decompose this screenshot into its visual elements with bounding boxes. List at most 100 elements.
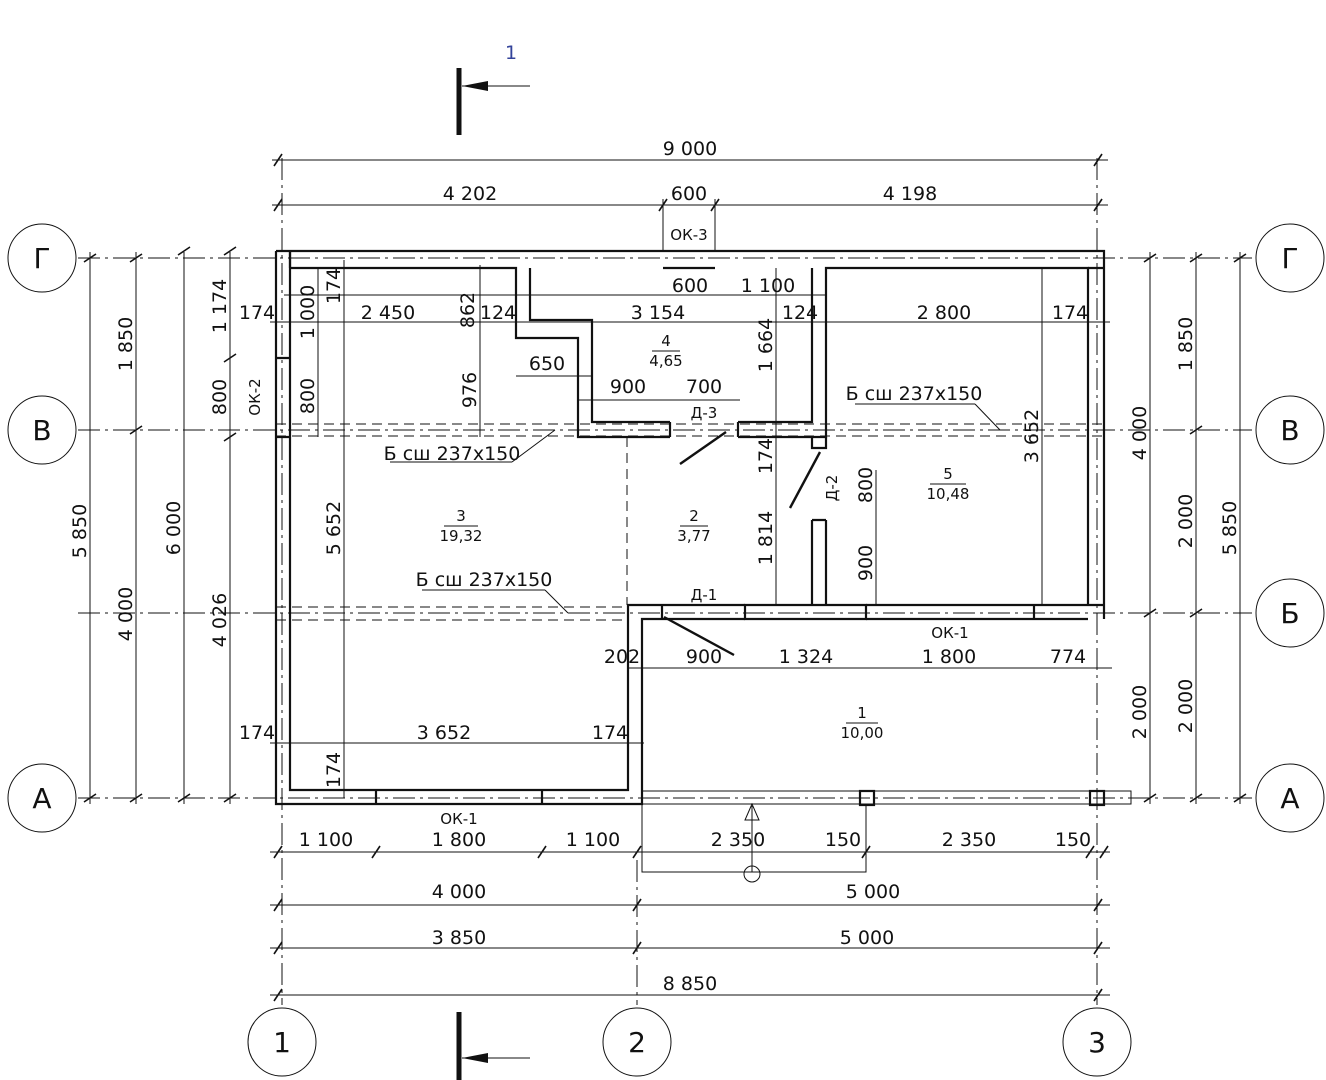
axis-bubble-col-1: 1 <box>247 1007 317 1077</box>
svg-text:1 100: 1 100 <box>566 829 620 851</box>
svg-text:А: А <box>1280 782 1299 815</box>
svg-text:3: 3 <box>456 507 466 525</box>
svg-text:3 652: 3 652 <box>417 722 471 744</box>
axis-bubble-row-a-left: А <box>7 763 77 833</box>
svg-text:1 800: 1 800 <box>432 829 486 851</box>
axis-lines <box>78 158 1252 1005</box>
svg-text:800: 800 <box>209 379 231 415</box>
door-d1-label: Д-1 <box>691 586 718 604</box>
svg-text:19,32: 19,32 <box>440 527 483 545</box>
svg-text:2 000: 2 000 <box>1175 679 1197 733</box>
svg-text:2: 2 <box>628 1026 646 1059</box>
axis-bubbles: Г В А Г В Б А 1 2 3 <box>7 223 1325 1077</box>
svg-text:174: 174 <box>755 438 777 474</box>
svg-text:150: 150 <box>825 829 861 851</box>
svg-text:8 850: 8 850 <box>663 973 717 995</box>
axis-bubble-row-b-right: Б <box>1255 578 1325 648</box>
room-tags: 1 10,00 2 3,77 3 19,32 4 4,65 5 10,48 <box>440 332 970 742</box>
svg-text:1: 1 <box>857 704 867 722</box>
walls <box>274 249 1132 883</box>
svg-text:976: 976 <box>459 372 481 408</box>
door-d2-label: Д-2 <box>823 475 841 502</box>
svg-text:2: 2 <box>689 507 699 525</box>
axis-bubble-col-2: 2 <box>602 1007 672 1077</box>
window-ok1-right-label: ОК-1 <box>931 624 968 642</box>
svg-text:2 450: 2 450 <box>361 302 415 324</box>
svg-text:1: 1 <box>273 1026 291 1059</box>
axis-bubble-row-g-left: Г <box>7 223 77 293</box>
room-tag-4: 4 4,65 <box>649 332 682 370</box>
window-ok1-bottom-label: ОК-1 <box>440 810 477 828</box>
svg-text:5 850: 5 850 <box>1219 501 1241 555</box>
axis-bubble-row-v-left: В <box>7 395 77 465</box>
svg-text:900: 900 <box>610 376 646 398</box>
svg-text:3 154: 3 154 <box>631 302 685 324</box>
svg-text:1 850: 1 850 <box>1175 317 1197 371</box>
svg-text:174: 174 <box>239 722 275 744</box>
room-tag-1: 1 10,00 <box>841 704 884 742</box>
svg-text:5: 5 <box>943 465 953 483</box>
svg-text:700: 700 <box>686 376 722 398</box>
svg-text:10,48: 10,48 <box>927 485 970 503</box>
svg-text:4 000: 4 000 <box>1129 406 1151 460</box>
svg-text:2 000: 2 000 <box>1175 494 1197 548</box>
svg-text:В: В <box>1280 414 1299 447</box>
svg-text:774: 774 <box>1050 646 1086 668</box>
axis-bubble-row-v-right: В <box>1255 395 1325 465</box>
svg-text:5 652: 5 652 <box>323 501 345 555</box>
svg-text:5 850: 5 850 <box>69 504 91 558</box>
svg-text:1 000: 1 000 <box>297 285 319 339</box>
axis-bubble-col-3: 3 <box>1062 1007 1132 1077</box>
svg-text:124: 124 <box>782 302 818 324</box>
svg-text:4: 4 <box>661 332 671 350</box>
svg-text:900: 900 <box>855 545 877 581</box>
svg-text:1 814: 1 814 <box>755 511 777 565</box>
room-tag-5: 5 10,48 <box>927 465 970 503</box>
dim-top-left: 4 202 <box>443 183 497 205</box>
svg-text:3 652: 3 652 <box>1021 409 1043 463</box>
beam-label-2: Б сш 237х150 <box>846 383 983 405</box>
svg-text:174: 174 <box>239 302 275 324</box>
svg-text:900: 900 <box>686 646 722 668</box>
svg-text:1 664: 1 664 <box>755 318 777 372</box>
dimension-lines <box>83 153 1247 1002</box>
svg-text:174: 174 <box>323 268 345 304</box>
svg-text:124: 124 <box>480 302 516 324</box>
beams <box>276 403 1104 621</box>
svg-text:3,77: 3,77 <box>677 527 710 545</box>
svg-text:А: А <box>32 782 51 815</box>
svg-text:862: 862 <box>457 292 479 328</box>
window-ok2-label: ОК-2 <box>246 378 264 415</box>
axis-bubble-row-g-right: Г <box>1255 223 1325 293</box>
svg-text:3: 3 <box>1088 1026 1106 1059</box>
svg-text:Б: Б <box>1280 597 1299 630</box>
beam-label-3: Б сш 237х150 <box>416 569 553 591</box>
svg-text:2 350: 2 350 <box>942 829 996 851</box>
svg-text:2 000: 2 000 <box>1129 685 1151 739</box>
svg-text:650: 650 <box>529 353 565 375</box>
svg-text:4 000: 4 000 <box>432 881 486 903</box>
svg-text:3 850: 3 850 <box>432 927 486 949</box>
svg-text:1 100: 1 100 <box>299 829 353 851</box>
room-tag-3: 3 19,32 <box>440 507 483 545</box>
axis-bubble-row-a-right: А <box>1255 763 1325 833</box>
dim-top-mid: 600 <box>671 183 707 205</box>
svg-text:1 850: 1 850 <box>115 317 137 371</box>
section-mark-bottom <box>456 1012 530 1080</box>
window-ok3-label: ОК-3 <box>670 226 707 244</box>
svg-text:4 026: 4 026 <box>209 593 231 647</box>
svg-text:800: 800 <box>297 378 319 414</box>
svg-text:2 350: 2 350 <box>711 829 765 851</box>
svg-text:600: 600 <box>672 275 708 297</box>
svg-text:5 000: 5 000 <box>840 927 894 949</box>
door-swings <box>663 431 822 657</box>
svg-text:174: 174 <box>592 722 628 744</box>
svg-text:174: 174 <box>1052 302 1088 324</box>
svg-text:Г: Г <box>1281 242 1298 275</box>
section-mark-number: 1 <box>505 42 517 64</box>
door-d3-label: Д-3 <box>691 404 718 422</box>
svg-text:800: 800 <box>855 467 877 503</box>
svg-text:2 800: 2 800 <box>917 302 971 324</box>
svg-text:Г: Г <box>33 242 50 275</box>
svg-text:5 000: 5 000 <box>846 881 900 903</box>
